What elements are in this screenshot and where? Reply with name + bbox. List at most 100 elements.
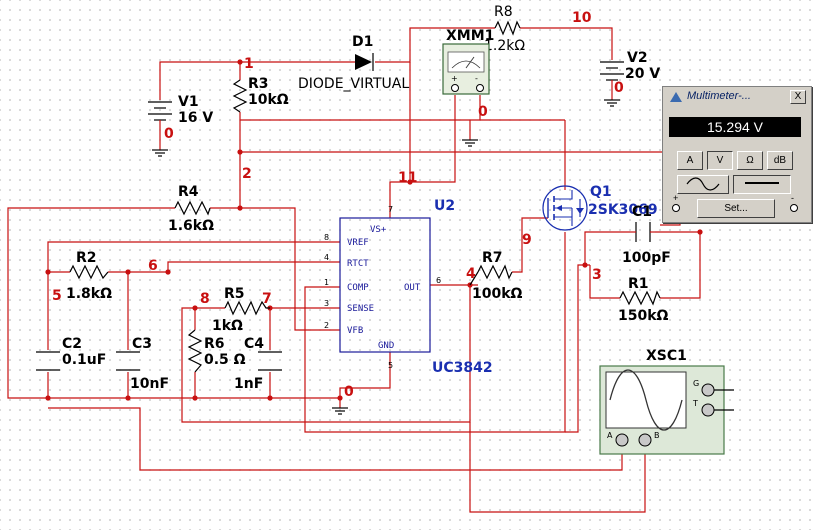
ac-wave-icon [686, 177, 720, 191]
plus-terminal-label: + [673, 193, 679, 203]
junction-dot [125, 395, 131, 401]
u2-value: UC3842 [432, 360, 493, 376]
svg-text:-: - [475, 74, 478, 83]
u2-pin-num-rtct: 4 [324, 253, 329, 262]
mode-button-volt[interactable]: V [707, 151, 733, 170]
junction-dot [165, 269, 171, 275]
r4-value: 1.6kΩ [168, 218, 214, 234]
junction-dot [237, 59, 243, 65]
r3-ref: R3 [248, 76, 269, 92]
oscilloscope-xsc1[interactable]: G T A B XSC1 [599, 348, 734, 455]
node-label-10: 10 [572, 10, 592, 26]
r6-value: 0.5 Ω [204, 352, 246, 368]
r3-value: 10kΩ [248, 92, 289, 108]
mode-button-ohm[interactable]: Ω [737, 151, 763, 170]
junction-dot [697, 229, 703, 235]
battery-v1[interactable]: V1 16 V [148, 94, 213, 157]
resistor-r1[interactable]: R1 150kΩ [618, 276, 669, 324]
r5-value: 1kΩ [212, 318, 243, 334]
u2-pin-num-vfb: 2 [324, 321, 329, 330]
ac-mode-button[interactable] [677, 175, 729, 194]
junction-dot [45, 269, 51, 275]
v2-ref: V2 [627, 50, 648, 66]
capacitor-c2[interactable]: C2 0.1uF [36, 336, 106, 371]
resistor-r3[interactable]: R3 10kΩ [232, 76, 289, 113]
capacitor-c1[interactable]: C1 100pF [622, 204, 671, 266]
ground-symbol [332, 398, 348, 415]
c1-ref: C1 [632, 204, 652, 220]
u2-ref: U2 [434, 198, 455, 214]
xsc1-term-a: A [607, 431, 613, 440]
u2-pin-num-vref: 8 [324, 233, 329, 242]
ground-symbol [462, 120, 478, 147]
u2-pin-num-vs: 7 [388, 205, 393, 214]
capacitor-c3[interactable]: C3 10nF [116, 336, 169, 392]
resistor-r8[interactable]: R8 1.2kΩ [484, 4, 525, 54]
set-button[interactable]: Set... [697, 199, 775, 218]
r7-value: 100kΩ [472, 286, 523, 302]
c2-value: 0.1uF [62, 352, 106, 368]
junction-dot [407, 179, 413, 185]
mosfet-q1[interactable]: Q1 2SK3069 [542, 184, 658, 231]
svg-text:+: + [451, 74, 458, 83]
multimeter-xmm1-symbol[interactable]: + - XMM1 [442, 28, 494, 95]
node-label-7: 7 [262, 291, 272, 307]
xsc1-term-b: B [654, 431, 660, 440]
minus-terminal-label: - [791, 193, 794, 203]
xmm1-ref: XMM1 [446, 28, 494, 44]
d1-ref: D1 [352, 34, 373, 50]
u2-pin-rtct-label: RTCT [347, 259, 369, 269]
dc-mode-button[interactable] [733, 175, 791, 194]
u2-pin-num-comp: 1 [324, 278, 329, 287]
battery-v2[interactable]: V2 20 V [600, 50, 660, 107]
node-label-5: 5 [52, 288, 62, 304]
d1-value: DIODE_VIRTUAL [298, 76, 409, 92]
node-label-0-xmm: 0 [478, 104, 488, 120]
c1-value: 100pF [622, 250, 671, 266]
mode-button-decibel[interactable]: dB [767, 151, 793, 170]
resistor-r6[interactable]: R6 0.5 Ω [187, 329, 246, 373]
multimeter-title-bar[interactable]: Multimeter-... X [665, 89, 809, 105]
u2-pin-out-label: OUT [404, 283, 421, 293]
node-label-4: 4 [466, 266, 476, 282]
node-label-0-gnd: 0 [344, 384, 354, 400]
minus-terminal[interactable] [789, 203, 799, 213]
u2-pin-sense-label: SENSE [347, 304, 374, 314]
c4-value: 1nF [234, 376, 263, 392]
close-button[interactable]: X [790, 90, 806, 104]
r8-value: 1.2kΩ [484, 38, 525, 54]
v2-value: 20 V [625, 66, 660, 82]
xsc1-ref: XSC1 [646, 348, 687, 364]
node-labels: 1 2 3 4 5 6 7 8 9 10 11 0 0 0 0 [52, 10, 624, 400]
node-label-3: 3 [592, 267, 602, 283]
c3-ref: C3 [132, 336, 152, 352]
u2-pin-vs-label: VS+ [370, 225, 387, 235]
diode-d1[interactable]: D1 DIODE_VIRTUAL [298, 34, 409, 92]
resistor-r5[interactable]: R5 1kΩ [212, 286, 270, 334]
capacitor-c4[interactable]: C4 1nF [234, 336, 282, 392]
multimeter-window[interactable]: Multimeter-... X 15.294 V A V Ω dB Set..… [662, 86, 812, 223]
v1-value: 16 V [178, 110, 213, 126]
multimeter-app-icon [670, 92, 682, 102]
r5-ref: R5 [224, 286, 245, 302]
u2-pin-num-out: 6 [436, 276, 441, 285]
resistor-r4[interactable]: R4 1.6kΩ [168, 184, 214, 234]
node-label-0-v2: 0 [614, 80, 624, 96]
node-label-8: 8 [200, 291, 210, 307]
node-label-0-v1: 0 [164, 126, 174, 142]
node-label-9: 9 [522, 232, 532, 248]
junction-dot [45, 395, 51, 401]
resistor-r7[interactable]: R7 100kΩ [469, 250, 523, 302]
q1-ref: Q1 [590, 184, 612, 200]
resistor-r2[interactable]: R2 1.8kΩ [66, 250, 112, 302]
junction-dot [192, 305, 198, 311]
mode-button-ampere[interactable]: A [677, 151, 703, 170]
wires [7, 27, 701, 513]
u2-pin-num-gnd: 5 [388, 361, 393, 370]
plus-terminal[interactable] [671, 203, 681, 213]
ic-u2-uc3842[interactable]: VS+ VREF RTCT COMP SENSE VFB OUT GND 7 8… [324, 198, 493, 376]
r4-ref: R4 [178, 184, 199, 200]
junction-dot [267, 395, 273, 401]
